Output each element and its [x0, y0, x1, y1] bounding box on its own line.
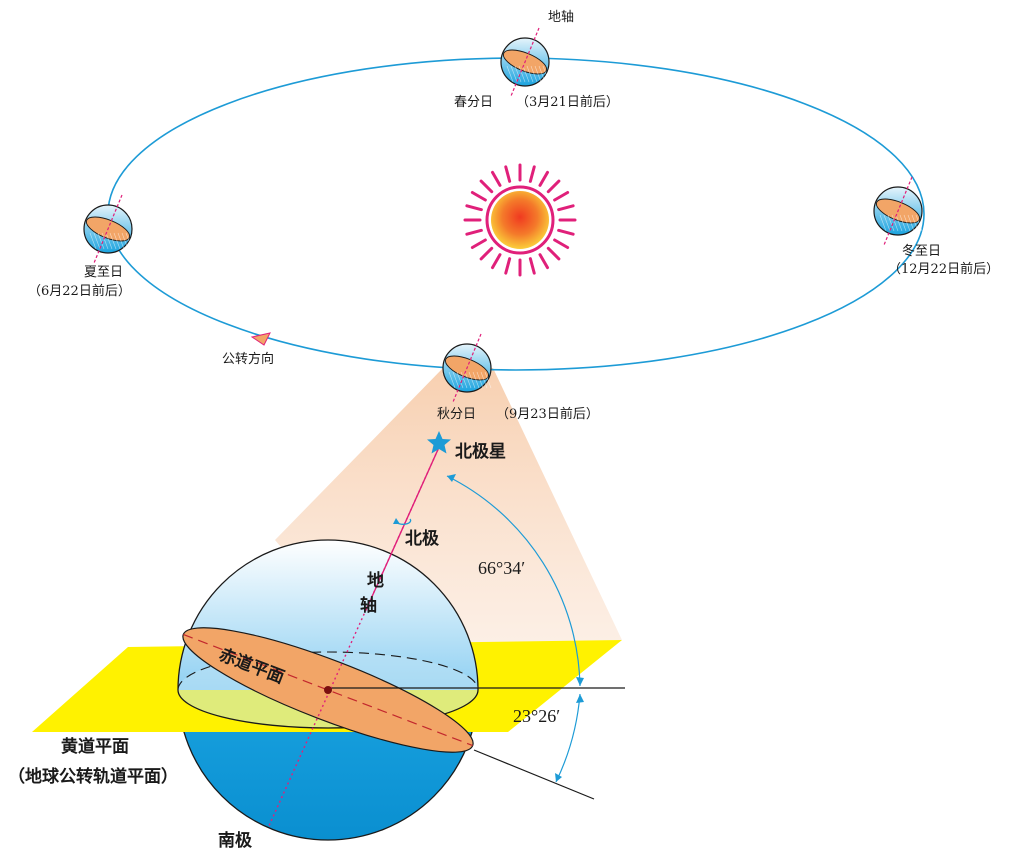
label-axis-top: 地轴	[548, 10, 574, 25]
label-angle-23-26: 23°26′	[513, 706, 560, 726]
earth-summer-solstice-icon	[83, 194, 133, 264]
label-angle-66-34: 66°34′	[478, 558, 525, 578]
label-spring-equinox: 春分日	[454, 95, 493, 110]
label-winter-solstice: 冬至日	[902, 243, 941, 259]
earth-winter-solstice-icon	[873, 176, 923, 246]
label-autumn-equinox: 秋分日	[437, 407, 476, 422]
angle-arc-23-26	[555, 693, 584, 783]
label-ecliptic-plane: 黄道平面	[61, 736, 129, 757]
earth-autumn-equinox-icon	[442, 333, 492, 403]
label-summer-solstice: 夏至日	[84, 265, 123, 280]
earth-spring-equinox-icon	[500, 27, 550, 97]
label-autumn-date: （9月23日前后）	[496, 406, 599, 422]
label-polaris: 北极星	[455, 442, 506, 462]
earth-center-dot	[324, 686, 332, 694]
sun-icon	[463, 163, 577, 277]
equator-extension-line	[473, 749, 595, 800]
label-ecliptic-plane-note: （地球公转轨道平面）	[8, 766, 178, 787]
label-north-pole: 北极	[405, 529, 439, 549]
revolution-arrow-icon	[250, 332, 271, 346]
label-spring-date: （3月21日前后）	[516, 94, 619, 110]
label-south-pole: 南极	[218, 830, 252, 851]
label-axis-char2: 轴	[360, 595, 377, 616]
polaris-star-icon	[427, 431, 451, 454]
rotation-arrow-icon	[393, 518, 412, 525]
label-revolution-direction: 公转方向	[222, 351, 274, 367]
label-summer-date: （6月22日前后）	[28, 283, 131, 299]
label-winter-date: （12月22日前后）	[888, 261, 999, 277]
label-axis-char1: 地	[367, 570, 384, 591]
angle-arc-66-34	[446, 474, 584, 687]
